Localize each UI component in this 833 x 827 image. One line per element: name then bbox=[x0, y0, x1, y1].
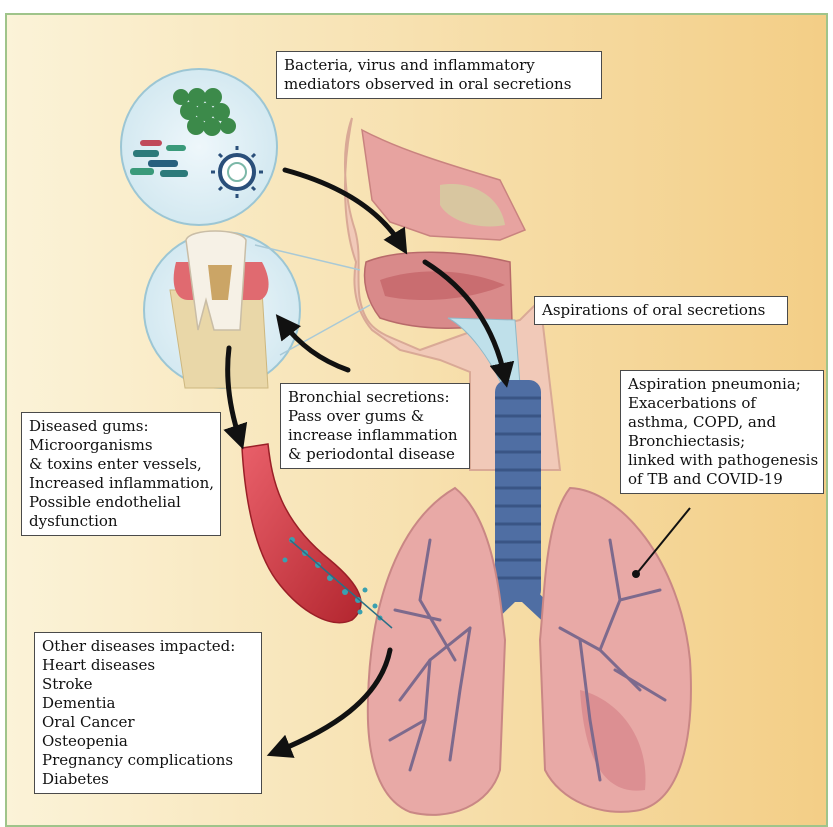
callout-line: Bacteria, virus and inflammatory bbox=[284, 56, 594, 75]
callout-diseased-gums: Diseased gums: Microorganisms & toxins e… bbox=[21, 412, 221, 536]
callout-line: Osteopenia bbox=[42, 732, 254, 751]
callout-line: Pass over gums & bbox=[288, 407, 462, 426]
callout-line: mediators observed in oral secretions bbox=[284, 75, 594, 94]
callout-line: Bronchiectasis; bbox=[628, 432, 816, 451]
callout-aspiration: Aspirations of oral secretions bbox=[534, 296, 788, 325]
callout-pneumonia: Aspiration pneumonia; Exacerbations of a… bbox=[620, 370, 824, 494]
callout-line: Diseased gums: bbox=[29, 417, 213, 436]
callout-line: linked with pathogenesis bbox=[628, 451, 816, 470]
callout-other-diseases: Other diseases impacted: Heart diseases … bbox=[34, 632, 262, 794]
diseased-tooth-magnified-circle bbox=[144, 231, 300, 388]
callout-line: & toxins enter vessels, bbox=[29, 455, 213, 474]
callout-line: Oral Cancer bbox=[42, 713, 254, 732]
callout-line: Dementia bbox=[42, 694, 254, 713]
callout-line: & periodontal disease bbox=[288, 445, 462, 464]
callout-line: Microorganisms bbox=[29, 436, 213, 455]
callout-line: Aspirations of oral secretions bbox=[542, 301, 780, 320]
callout-line: Possible endothelial bbox=[29, 493, 213, 512]
callout-line: Exacerbations of bbox=[628, 394, 816, 413]
callout-line: increase inflammation bbox=[288, 426, 462, 445]
callout-bacteria: Bacteria, virus and inflammatory mediato… bbox=[276, 51, 602, 99]
callout-line: Aspiration pneumonia; bbox=[628, 375, 816, 394]
callout-line: dysfunction bbox=[29, 512, 213, 531]
callout-line: Other diseases impacted: bbox=[42, 637, 254, 656]
callout-line: Stroke bbox=[42, 675, 254, 694]
callout-line: Bronchial secretions: bbox=[288, 388, 462, 407]
pointer-dot-lung bbox=[632, 570, 640, 578]
callout-line: of TB and COVID-19 bbox=[628, 470, 816, 489]
callout-line: Diabetes bbox=[42, 770, 254, 789]
decay bbox=[208, 265, 232, 300]
callout-line: Heart diseases bbox=[42, 656, 254, 675]
microorganisms-magnified-circle bbox=[121, 69, 277, 225]
callout-bronchial-secretions: Bronchial secretions: Pass over gums & i… bbox=[280, 383, 470, 469]
callout-line: Pregnancy complications bbox=[42, 751, 254, 770]
callout-line: asthma, COPD, and bbox=[628, 413, 816, 432]
callout-line: Increased inflammation, bbox=[29, 474, 213, 493]
